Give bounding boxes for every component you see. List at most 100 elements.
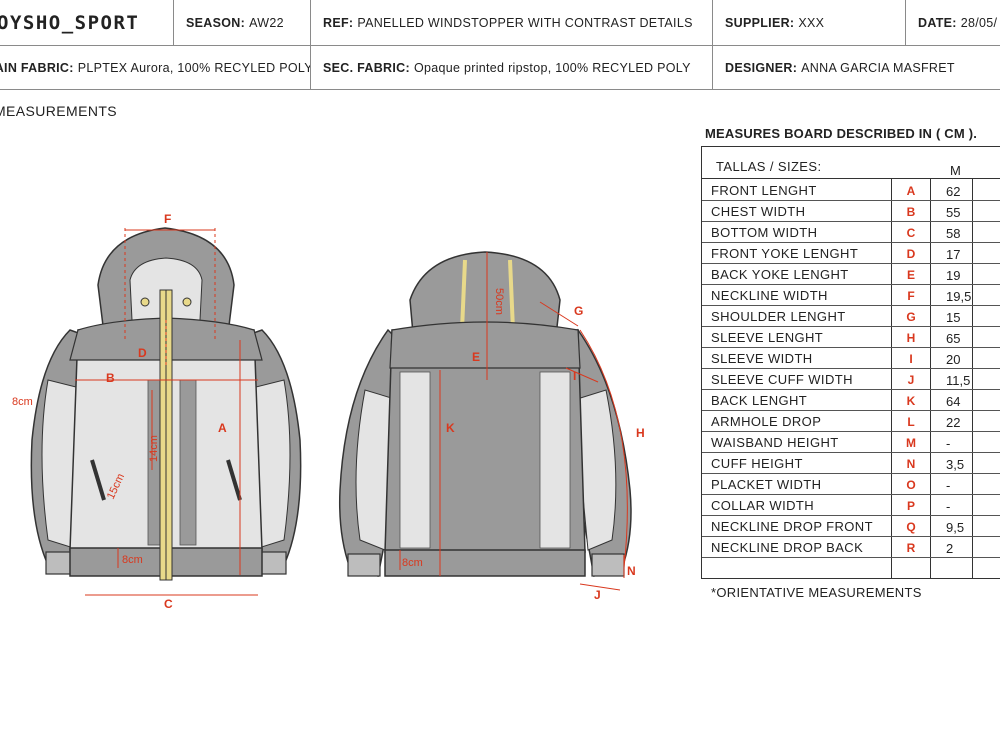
label-f: F bbox=[164, 212, 171, 226]
header-row-1: OYSHO_SPORT SEASON: AW22 REF: PANELLED W… bbox=[0, 0, 1000, 46]
sec-fabric-value: Opaque printed ripstop, 100% RECYLED POL… bbox=[413, 60, 691, 75]
measure-row: FRONT YOKE LENGHT D 17 bbox=[702, 243, 1000, 264]
designer-label: DESIGNER: bbox=[725, 60, 798, 75]
measure-row: COLLAR WIDTH P - bbox=[702, 495, 1000, 516]
measure-value: 19 bbox=[946, 268, 961, 283]
measure-row: NECKLINE DROP BACK R 2 bbox=[702, 537, 1000, 558]
measure-name: SLEEVE LENGHT bbox=[711, 330, 824, 345]
note-hood-50cm: 50cm bbox=[493, 288, 505, 315]
label-d: D bbox=[138, 346, 147, 360]
measure-name: NECKLINE DROP BACK bbox=[711, 540, 864, 555]
header-row-2: MAIN FABRIC: PLPTEX Aurora, 100% RECYLED… bbox=[0, 46, 1000, 90]
ref-value: PANELLED WINDSTOPPER WITH CONTRAST DETAI… bbox=[357, 15, 693, 30]
measure-code: H bbox=[906, 331, 916, 345]
brand-logo: OYSHO_SPORT bbox=[0, 11, 140, 34]
measure-code: Q bbox=[906, 520, 916, 534]
back-measure-lines bbox=[399, 252, 628, 591]
measure-value: - bbox=[946, 499, 951, 514]
measure-code: A bbox=[906, 184, 916, 198]
main-fabric-value: PLPTEX Aurora, 100% RECYLED POLY bbox=[77, 60, 310, 75]
measure-value: - bbox=[946, 478, 951, 493]
measure-row: BOTTOM WIDTH C 58 bbox=[702, 222, 1000, 243]
measure-code: G bbox=[906, 310, 916, 324]
table-divider-value bbox=[930, 179, 931, 578]
table-divider-code bbox=[891, 179, 892, 578]
measure-code: L bbox=[907, 415, 915, 429]
technical-flat-drawings: F D B A C 8cm 15cm 14cm 8cm bbox=[12, 212, 645, 611]
measure-name: CHEST WIDTH bbox=[711, 204, 806, 219]
measure-code: P bbox=[906, 499, 915, 513]
front-measure-lines bbox=[75, 228, 258, 596]
label-c: C bbox=[164, 597, 173, 611]
measure-name: BOTTOM WIDTH bbox=[711, 225, 818, 240]
measure-name: NECKLINE WIDTH bbox=[711, 288, 828, 303]
measure-code: C bbox=[906, 226, 916, 240]
measure-value: 11,5 bbox=[946, 373, 971, 388]
measure-code: M bbox=[906, 436, 916, 450]
measure-code: O bbox=[906, 478, 916, 492]
measure-value: 17 bbox=[946, 247, 961, 262]
measure-value: 2 bbox=[946, 541, 954, 556]
measure-value: 58 bbox=[946, 226, 961, 241]
supplier-field: SUPPLIER: XXX bbox=[712, 0, 905, 45]
label-g: G bbox=[574, 304, 583, 318]
note-back-hem-8cm: 8cm bbox=[402, 557, 423, 569]
back-measure-labels: E K G I H N J 50cm 8cm bbox=[402, 288, 645, 602]
measure-name: SLEEVE CUFF WIDTH bbox=[711, 372, 853, 387]
measure-name: BACK YOKE LENGHT bbox=[711, 267, 849, 282]
measure-value: 64 bbox=[946, 394, 961, 409]
measures-board-title: MEASURES BOARD DESCRIBED IN ( CM ). bbox=[705, 126, 978, 141]
measure-code: B bbox=[906, 205, 916, 219]
measure-code: D bbox=[906, 247, 916, 261]
measure-value: 19,5 bbox=[946, 289, 972, 304]
label-b: B bbox=[106, 371, 115, 385]
measure-value: 62 bbox=[946, 184, 961, 199]
measure-name: SHOULDER LENGHT bbox=[711, 309, 846, 324]
date-value: 28/05/ bbox=[960, 15, 998, 30]
measure-name: SLEEVE WIDTH bbox=[711, 351, 813, 366]
measure-code: R bbox=[906, 541, 916, 555]
ref-label: REF: bbox=[323, 15, 354, 30]
measure-code: F bbox=[907, 289, 915, 303]
season-field: SEASON: AW22 bbox=[173, 0, 310, 45]
measure-value: 20 bbox=[946, 352, 961, 367]
measure-value: - bbox=[946, 436, 951, 451]
ref-field: REF: PANELLED WINDSTOPPER WITH CONTRAST … bbox=[310, 0, 712, 45]
main-fabric-field: MAIN FABRIC: PLPTEX Aurora, 100% RECYLED… bbox=[0, 46, 310, 89]
measure-code: N bbox=[906, 457, 916, 471]
measure-name: WAISBAND HEIGHT bbox=[711, 435, 839, 450]
measure-row: ARMHOLE DROP L 22 bbox=[702, 411, 1000, 432]
measure-row: NECKLINE WIDTH F 19,5 bbox=[702, 285, 1000, 306]
measure-name: COLLAR WIDTH bbox=[711, 498, 815, 513]
measure-name: FRONT YOKE LENGHT bbox=[711, 246, 859, 261]
season-value: AW22 bbox=[249, 15, 284, 30]
measures-table-header: TALLAS / SIZES: M bbox=[702, 147, 1000, 179]
measure-value: 22 bbox=[946, 415, 961, 430]
front-jacket-sketch bbox=[30, 227, 302, 581]
measure-name: NECKLINE DROP FRONT bbox=[711, 519, 873, 534]
orientative-note: *ORIENTATIVE MEASUREMENTS bbox=[711, 585, 922, 600]
measure-row: WAISBAND HEIGHT M - bbox=[702, 432, 1000, 453]
measure-value: 3,5 bbox=[946, 457, 965, 472]
note-front-hem-8cm: 8cm bbox=[122, 554, 143, 566]
sec-fabric-field: SEC. FABRIC: Opaque printed ripstop, 100… bbox=[310, 46, 712, 89]
measure-value: 15 bbox=[946, 310, 961, 325]
supplier-value: XXX bbox=[798, 15, 825, 30]
back-jacket-sketch bbox=[338, 251, 632, 577]
label-j: J bbox=[594, 588, 601, 602]
measure-name: BACK LENGHT bbox=[711, 393, 808, 408]
table-divider-extra bbox=[972, 179, 973, 578]
measure-name: ARMHOLE DROP bbox=[711, 414, 822, 429]
supplier-label: SUPPLIER: bbox=[725, 15, 795, 30]
sizes-label: TALLAS / SIZES: bbox=[716, 159, 822, 174]
spec-header: OYSHO_SPORT SEASON: AW22 REF: PANELLED W… bbox=[0, 0, 1000, 90]
label-n: N bbox=[627, 564, 636, 578]
